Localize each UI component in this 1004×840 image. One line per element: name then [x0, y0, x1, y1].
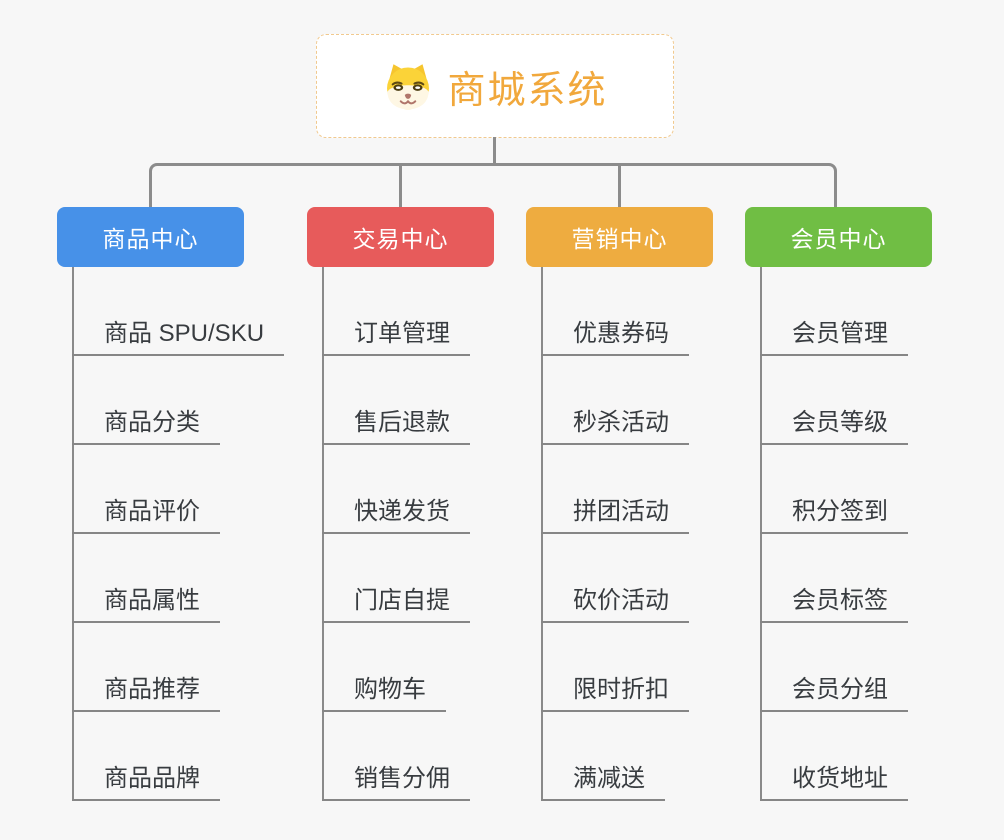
leaf-topic[interactable]: 限时折扣	[541, 623, 689, 712]
root-node[interactable]: 商城系统	[316, 34, 674, 138]
branch-node-trade-center[interactable]: 交易中心	[307, 207, 494, 267]
branch-column-trade: 交易中心 订单管理 售后退款 快递发货 门店自提 购物车 销售分佣	[307, 207, 557, 801]
leaf-topic[interactable]: 购物车	[322, 623, 446, 712]
leaf-topic[interactable]: 商品分类	[72, 356, 220, 445]
leaf-topic[interactable]: 收货地址	[760, 712, 908, 801]
leaf-topic[interactable]: 快递发货	[322, 445, 470, 534]
branch-column-member: 会员中心 会员管理 会员等级 积分签到 会员标签 会员分组 收货地址	[745, 207, 995, 801]
leaf-topic[interactable]: 积分签到	[760, 445, 908, 534]
leaf-topic[interactable]: 商品属性	[72, 534, 220, 623]
root-title: 商城系统	[447, 69, 608, 112]
leaf-topic[interactable]: 满减送	[541, 712, 665, 801]
leaf-topic[interactable]: 门店自提	[322, 534, 470, 623]
leaf-topic[interactable]: 砍价活动	[541, 534, 689, 623]
leaf-topic[interactable]: 售后退款	[322, 356, 470, 445]
leaf-topic[interactable]: 订单管理	[322, 267, 470, 356]
branch-drop-connector	[399, 165, 402, 207]
leaf-topic[interactable]: 会员标签	[760, 534, 908, 623]
leaf-topic[interactable]: 商品 SPU/SKU	[72, 267, 285, 356]
branch-drop-connector	[618, 165, 621, 207]
leaf-topic[interactable]: 秒杀活动	[541, 356, 689, 445]
branch-column-marketing: 营销中心 优惠券码 秒杀活动 拼团活动 砍价活动 限时折扣 满减送	[526, 207, 776, 801]
branch-rail-connector	[149, 163, 837, 209]
leaf-topic[interactable]: 会员等级	[760, 356, 908, 445]
leaf-topic[interactable]: 销售分佣	[322, 712, 470, 801]
branch-node-marketing-center[interactable]: 营销中心	[526, 207, 713, 267]
leaf-topic[interactable]: 商品推荐	[72, 623, 220, 712]
leaf-list-marketing: 优惠券码 秒杀活动 拼团活动 砍价活动 限时折扣 满减送	[526, 267, 776, 801]
branch-node-member-center[interactable]: 会员中心	[745, 207, 932, 267]
branch-node-product-center[interactable]: 商品中心	[57, 207, 244, 267]
leaf-topic[interactable]: 会员管理	[760, 267, 908, 356]
root-stem-connector	[493, 137, 496, 165]
leaf-list-product: 商品 SPU/SKU 商品分类 商品评价 商品属性 商品推荐 商品品牌	[57, 267, 307, 801]
leaf-topic[interactable]: 商品品牌	[72, 712, 220, 801]
leaf-list-trade: 订单管理 售后退款 快递发货 门店自提 购物车 销售分佣	[307, 267, 557, 801]
leaf-list-member: 会员管理 会员等级 积分签到 会员标签 会员分组 收货地址	[745, 267, 995, 801]
dog-face-icon	[382, 61, 434, 111]
leaf-topic[interactable]: 商品评价	[72, 445, 220, 534]
leaf-topic[interactable]: 会员分组	[760, 623, 908, 712]
leaf-topic[interactable]: 优惠券码	[541, 267, 689, 356]
branch-column-product: 商品中心 商品 SPU/SKU 商品分类 商品评价 商品属性 商品推荐 商品品牌	[57, 207, 307, 801]
leaf-topic[interactable]: 拼团活动	[541, 445, 689, 534]
